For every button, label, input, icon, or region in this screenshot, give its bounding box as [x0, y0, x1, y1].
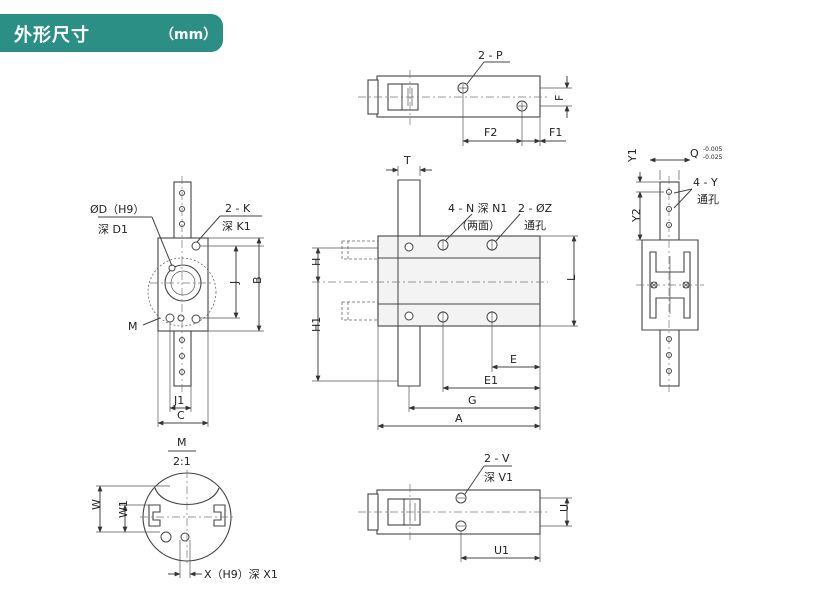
- front-both-sides-label: （两面）: [456, 219, 500, 232]
- front-tap-n-label: 4 - N 深 N1: [448, 202, 507, 215]
- side-hole-y-label: 4 - Y: [693, 176, 718, 189]
- dim-w1: W1: [117, 500, 130, 518]
- end-depth-d1-label: 深 D1: [98, 223, 128, 236]
- detail-m-title: M: [177, 436, 187, 449]
- front-view: T 4 - N 深 N1 （两面） 2 - ØZ 通孔 H H1 L E E1 …: [310, 154, 578, 430]
- dim-f: F: [553, 95, 566, 101]
- end-depth-k1-label: 深 K1: [222, 220, 251, 233]
- detail-m: M 2:1 W W1 X（H9）深 X1: [90, 436, 278, 581]
- dim-f1: F1: [549, 126, 562, 139]
- dim-y1: Y1: [626, 148, 639, 163]
- dim-c: C: [177, 409, 185, 422]
- front-open-finger-top: [341, 240, 379, 260]
- dim-g: G: [468, 394, 477, 407]
- dim-q: Q: [690, 147, 699, 160]
- top-view: 2 - P F F2 F1: [358, 49, 572, 146]
- dim-y2: Y2: [630, 208, 643, 223]
- dim-f2: F2: [484, 126, 497, 139]
- bottom-depth-v1-label: 深 V1: [484, 471, 513, 484]
- section-header: 外形尺寸 （mm）: [0, 14, 223, 52]
- front-hole-z-label: 2 - ØZ: [518, 202, 553, 215]
- front-through-z-label: 通孔: [524, 219, 546, 232]
- end-tap-label: 2 - K: [225, 202, 251, 215]
- front-finger-bottom: [397, 319, 421, 387]
- dim-b: B: [251, 276, 264, 284]
- dim-a: A: [455, 412, 463, 425]
- dim-h: H: [310, 258, 323, 266]
- dim-q-lower-tol: -0.025: [703, 154, 723, 161]
- dim-t: T: [403, 154, 411, 167]
- dim-x: X（H9）深 X1: [204, 568, 278, 581]
- end-m-label: M: [128, 320, 138, 333]
- dim-w: W: [90, 499, 103, 510]
- dim-h1: H1: [310, 317, 323, 332]
- dim-j: J: [228, 281, 241, 285]
- section-title: 外形尺寸: [14, 25, 90, 46]
- dim-e: E: [510, 353, 517, 366]
- end-diameter-label: ØD（H9）: [90, 203, 144, 216]
- front-body: [377, 235, 541, 327]
- dim-u1: U1: [494, 544, 509, 557]
- end-view: ØD（H9） 深 D1 2 - K 深 K1 J B M J1 C: [90, 176, 264, 427]
- side-through-y-label: 通孔: [697, 193, 719, 206]
- front-finger-top: [397, 179, 421, 241]
- dim-q-upper-tol: -0.005: [703, 146, 723, 153]
- bottom-view: 2 - V 深 V1 U U1: [358, 452, 572, 562]
- dim-j1: J1: [173, 394, 184, 407]
- top-holes-label: 2 - P: [478, 49, 503, 62]
- dim-u: U: [558, 504, 571, 512]
- front-open-finger-bottom: [341, 301, 379, 321]
- side-view: Q -0.005 -0.025 Y1 Y2 4 - Y 通孔: [626, 146, 723, 392]
- dim-e1: E1: [484, 374, 498, 387]
- dim-l: L: [565, 274, 578, 281]
- unit-label: （mm）: [160, 27, 218, 43]
- detail-m-scale: 2:1: [173, 455, 191, 468]
- bottom-holes-label: 2 - V: [484, 452, 510, 465]
